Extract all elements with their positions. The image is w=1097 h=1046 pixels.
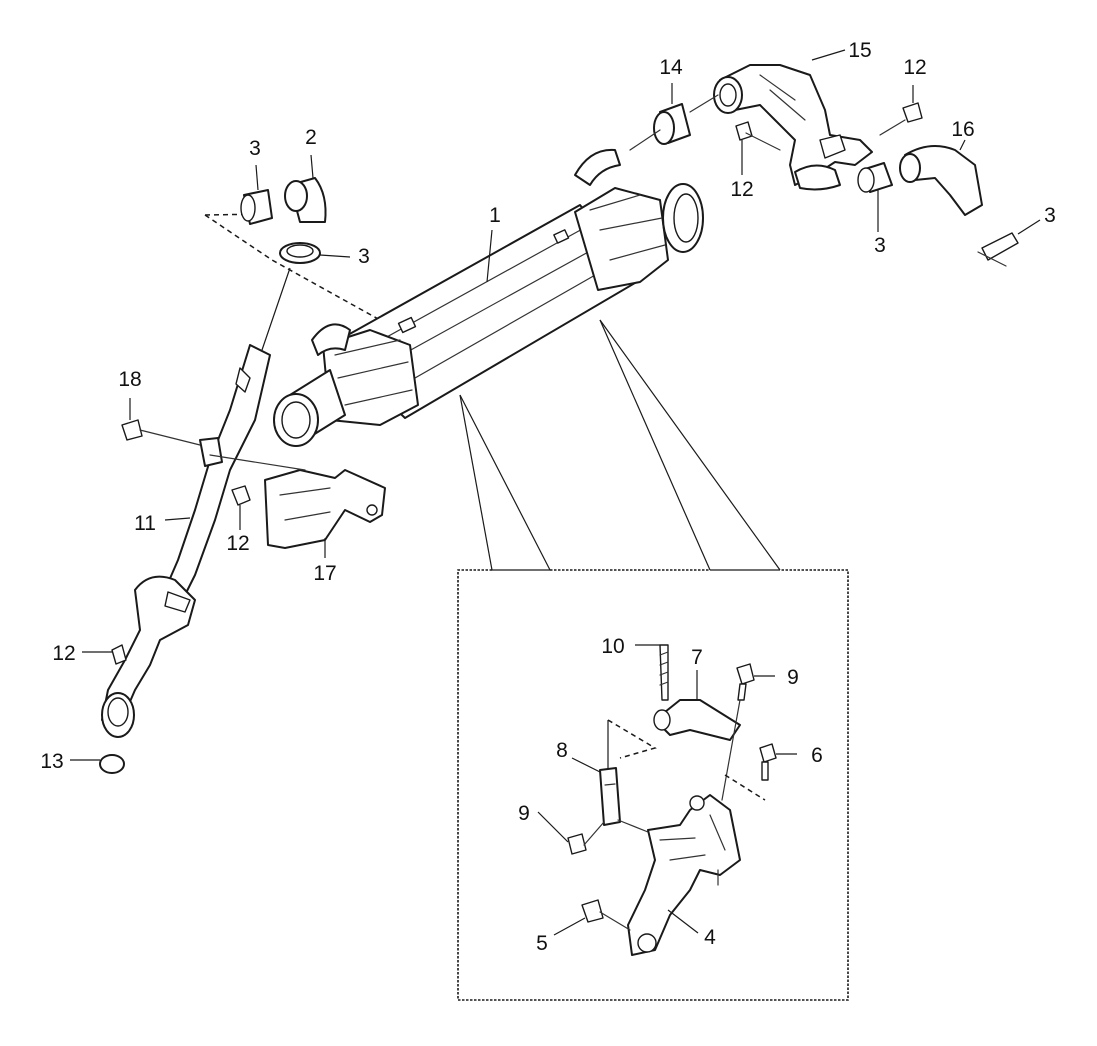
callout-18: 18 — [118, 368, 141, 391]
callout-3-far-right: 3 — [1044, 204, 1056, 227]
part-3-clamp-far-right — [977, 219, 1041, 267]
part-12-bolt-bracket — [231, 485, 251, 530]
part-11-support-rod — [101, 344, 271, 738]
callout-15: 15 — [848, 39, 871, 62]
part-2-hose-elbow — [284, 154, 327, 223]
part-12-bolt-left-lower — [82, 644, 127, 665]
part-6-bolt — [724, 743, 797, 801]
dashed-guides-top — [204, 213, 381, 351]
callout-5: 5 — [536, 932, 548, 955]
part-18-bolt — [121, 398, 201, 446]
inset-leaders — [459, 319, 781, 571]
callout-2: 2 — [305, 126, 317, 149]
detail-inset-frame — [457, 569, 849, 1001]
part-12-bolt-upper-right — [735, 121, 781, 175]
part-17-bracket — [209, 454, 386, 558]
callout-4: 4 — [704, 926, 716, 949]
callout-13: 13 — [40, 750, 63, 773]
part-9-bolt-lower — [537, 811, 605, 855]
callout-3-right: 3 — [874, 234, 886, 257]
callout-9-lower: 9 — [518, 802, 530, 825]
part-3-clamp-upper-left — [240, 164, 273, 225]
part-1-cooler-body — [273, 148, 704, 447]
callout-11: 11 — [134, 512, 156, 535]
part-5-bolt — [553, 899, 631, 936]
callout-6: 6 — [811, 744, 823, 767]
callout-10: 10 — [601, 635, 624, 658]
part-14-sleeve — [629, 83, 691, 151]
part-3-clamp-right — [857, 162, 893, 232]
callout-12-far-right: 12 — [903, 56, 926, 79]
part-12-bolt-far-right — [879, 85, 923, 136]
callout-labels: 1 2 3 3 3 3 4 5 6 7 8 9 9 10 11 12 12 12… — [40, 39, 1056, 955]
callout-16: 16 — [951, 118, 974, 141]
callout-12-upper-right: 12 — [730, 178, 753, 201]
callout-3-upper-left: 3 — [249, 137, 261, 160]
callout-3-mid-left: 3 — [358, 245, 370, 268]
callout-14: 14 — [659, 56, 683, 79]
part-16-hose — [899, 139, 983, 216]
callout-12-bracket: 12 — [226, 532, 249, 555]
part-15-intake-pipe — [689, 49, 873, 191]
callout-9-upper: 9 — [787, 666, 799, 689]
part-9-bolt-upper — [721, 663, 775, 801]
callout-8: 8 — [556, 739, 568, 762]
part-3-clamp-mid-left — [279, 242, 351, 264]
callout-7: 7 — [691, 646, 703, 669]
callout-1: 1 — [489, 204, 501, 227]
part-8-small-bracket — [571, 757, 649, 833]
part-13-clamp — [70, 754, 125, 774]
part-7-mount-plate — [607, 670, 741, 780]
part-10-stud-bolt — [635, 644, 669, 701]
callout-12-left-lower: 12 — [52, 642, 75, 665]
callout-17: 17 — [313, 562, 336, 585]
part-4-support-arm — [627, 794, 741, 956]
